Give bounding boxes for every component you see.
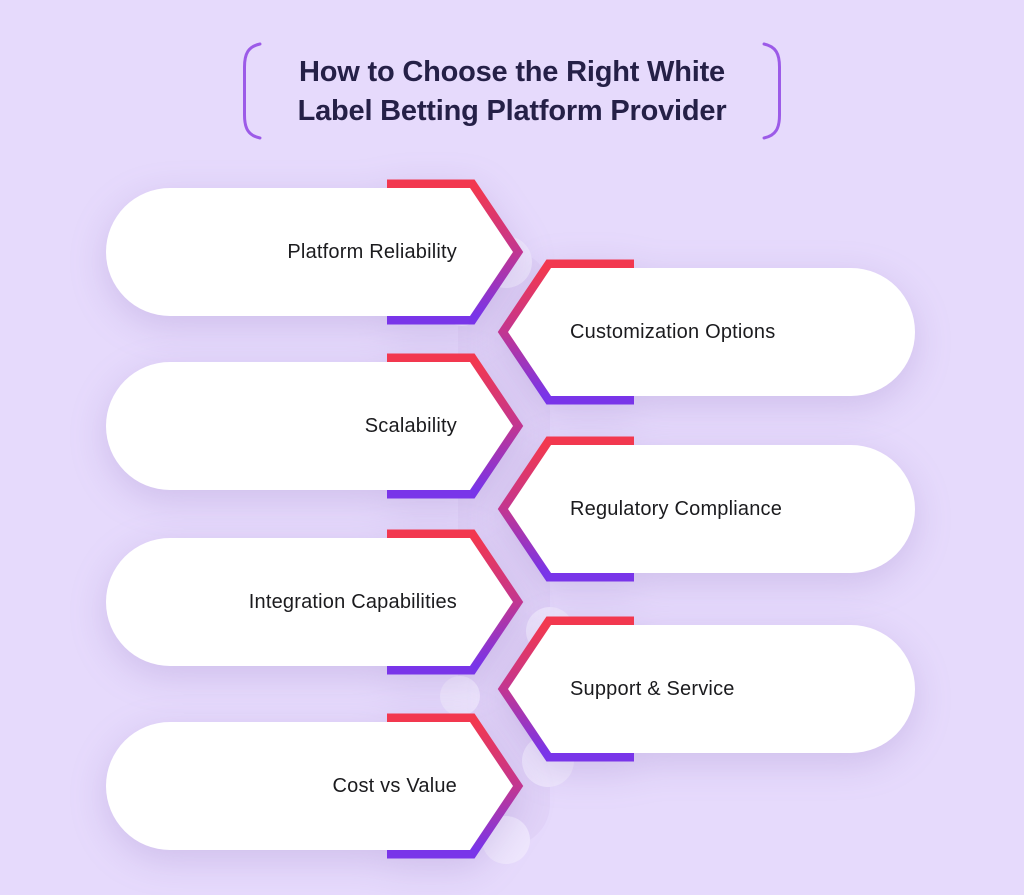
right-bracket-icon: [762, 42, 781, 140]
left-bracket-icon: [243, 42, 262, 140]
step-label: Support & Service: [570, 677, 735, 700]
step-support-service: Support & Service: [489, 615, 921, 763]
title-line-1: How to Choose the Right White: [299, 56, 725, 88]
title-block: How to Choose the Right White Label Bett…: [0, 0, 1024, 160]
step-label: Cost vs Value: [332, 774, 457, 797]
step-customization-options: Customization Options: [489, 258, 921, 406]
title-line-2: Label Betting Platform Provider: [297, 95, 727, 127]
step-label: Customization Options: [570, 320, 776, 343]
step-integration-capabilities: Integration Capabilities: [100, 528, 532, 676]
step-label: Platform Reliability: [287, 240, 457, 263]
step-cost-vs-value: Cost vs Value: [100, 712, 532, 860]
step-label: Scalability: [364, 414, 457, 437]
step-regulatory-compliance: Regulatory Compliance: [489, 435, 921, 583]
step-scalability: Scalability: [100, 352, 532, 500]
step-label: Regulatory Compliance: [570, 497, 783, 520]
page-title: How to Choose the Right White Label Bett…: [0, 53, 1024, 131]
step-platform-reliability: Platform Reliability: [100, 178, 532, 326]
step-label: Integration Capabilities: [248, 590, 457, 613]
